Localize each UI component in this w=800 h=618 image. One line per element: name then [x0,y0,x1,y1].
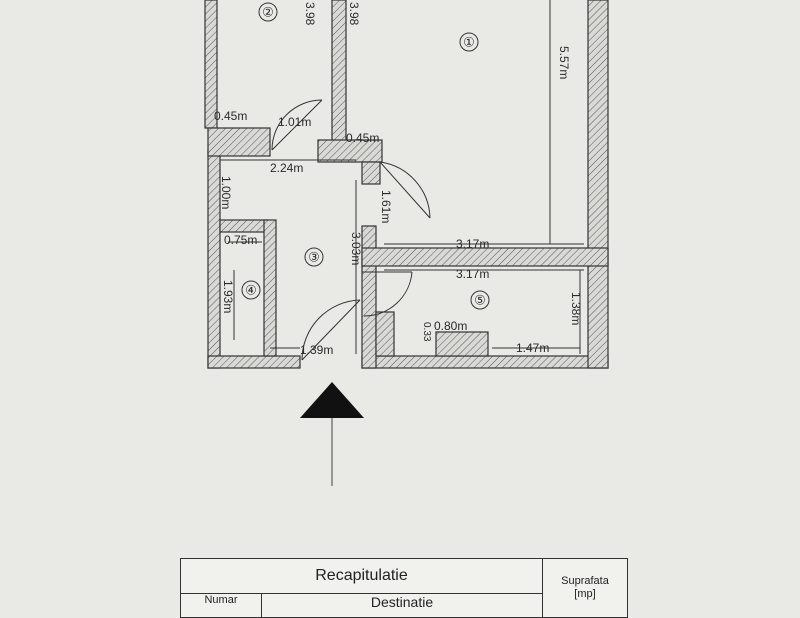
surface-header: Suprafata [mp] [542,558,628,618]
dim-label: 1.61m [379,190,393,223]
wall-room1-bottom [361,247,609,267]
wall-room2-bottom-left [207,127,271,157]
wall-bottom-left [207,355,301,369]
dim-label: 1.39m [300,343,333,357]
recap-table: Recapitulatie Suprafata [mp] Numar Desti… [180,557,628,618]
wall-room5-bump [435,331,489,357]
room-number-4: ④ [245,283,257,298]
door-entrance [301,299,361,361]
floor-plan: 3.98 3.98 5.57m 0.45m 1.01m 0.45m 2.24m … [204,0,609,486]
door-room5 [362,271,413,317]
dim-label: 0.75m [224,233,257,247]
dim-label: 0.45m [346,131,379,145]
surface-header-line1: Suprafata [561,575,609,587]
dimension-lines [220,0,584,354]
room-number-5: ⑤ [474,293,486,308]
wall-room4-right [263,219,277,357]
dim-label: 3.98 [347,2,361,26]
wall-room5-left-notch [375,311,395,357]
room-number-1: ① [463,35,475,50]
dim-label: 2.24m [270,161,303,175]
dim-label: 1.01m [278,115,311,129]
room-number-2: ② [262,5,274,20]
dim-label: 3.17m [456,237,489,251]
dim-label: 1.38m [569,292,583,325]
dim-label: 3.03m [349,232,363,265]
number-column-header: Numar [180,593,262,618]
wall-left-lower [207,149,221,369]
wall-bottom-right [361,355,609,369]
dim-label: 3.98 [303,2,317,26]
wall-room4-top [219,219,269,233]
door-room2 [271,99,323,151]
dim-label: 0.33 [421,322,432,342]
door-room1 [379,161,431,219]
walls [204,0,609,369]
doors [271,99,431,361]
wall-entry-right [361,225,377,369]
dim-label: 1.00m [219,176,233,209]
dim-label: 3.17m [456,267,489,281]
dim-label: 1.47m [516,341,549,355]
wall-room2-bottom-right [317,139,383,163]
dim-label: 0.80m [434,319,467,333]
dim-label: 5.57m [557,46,571,79]
wall-room1-left-lower [361,161,381,185]
dim-label: 1.93m [221,280,235,313]
room-number-3: ③ [308,250,320,265]
destination-column-header: Destinatie [261,593,543,618]
surface-header-line2: [mp] [574,588,596,600]
wall-mid-vertical [331,0,347,151]
dimension-labels: 3.98 3.98 5.57m 0.45m 1.01m 0.45m 2.24m … [214,2,583,357]
room-numbers: ① ② ③ ④ ⑤ [241,2,490,310]
recap-title: Recapitulatie [180,557,543,595]
dim-label: 0.45m [214,109,247,123]
wall-right [587,0,609,369]
entrance-arrow-icon [300,382,364,486]
